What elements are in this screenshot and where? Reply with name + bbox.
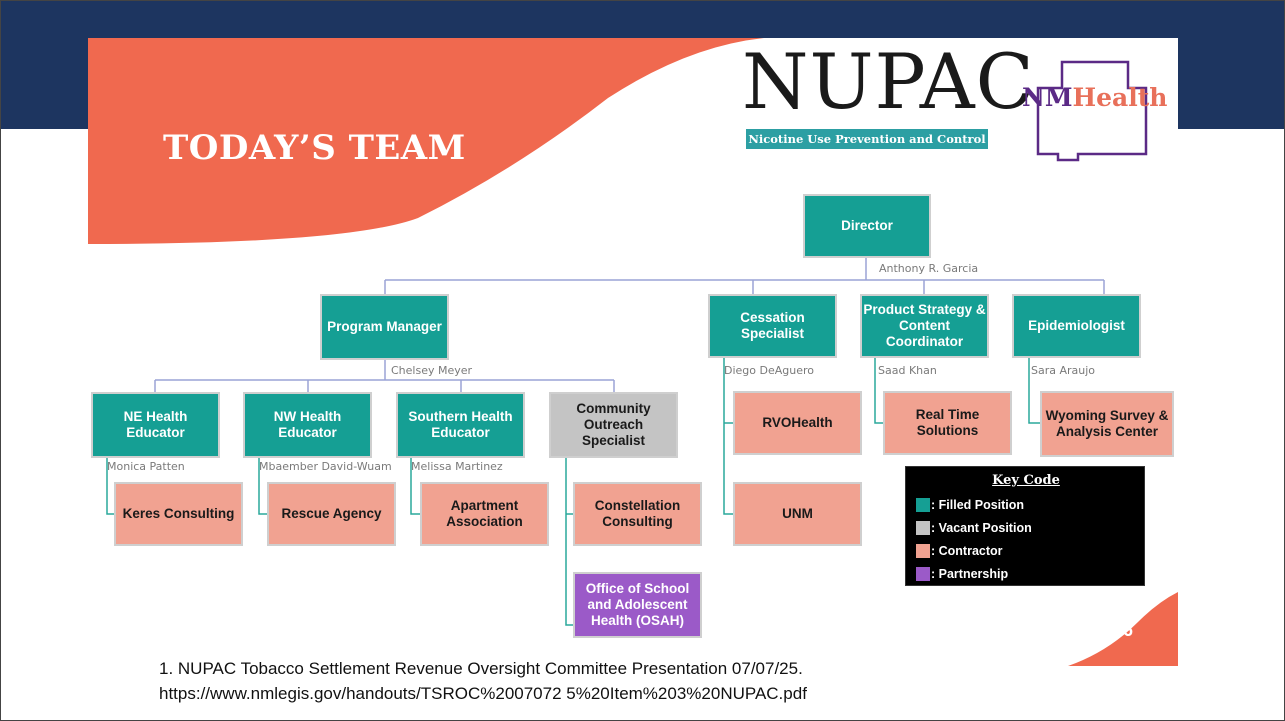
rescue-agency-label: Rescue Agency — [281, 506, 382, 521]
partnership-swatch — [916, 567, 930, 581]
osah-label: Office of School and Adolescent Health (… — [585, 581, 690, 628]
apartment-association-box: Apartment Association — [420, 482, 549, 546]
ne-health-educator-role: NE Health Educator — [123, 409, 188, 440]
southern-health-educator-name: Melissa Martinez — [411, 460, 503, 473]
product-strategy-box: Product Strategy & Content Coordinator — [860, 294, 989, 358]
nmhealth-logo-text: NMHealth — [1022, 82, 1167, 114]
title-banner-shape — [88, 38, 764, 244]
citation-url: https://www.nmlegis.gov/handouts/TSROC%2… — [159, 684, 807, 703]
key-item-partnership: : Partnership — [916, 566, 1008, 582]
nupac-logo-wordmark: NUPAC — [742, 37, 1035, 126]
cessation-specialist-box: Cessation Specialist — [708, 294, 837, 358]
key-code-legend: Key Code : Filled Position : Vacant Posi… — [905, 466, 1145, 586]
constellation-consulting-box: Constellation Consulting — [573, 482, 702, 546]
key-label-contractor: : Contractor — [931, 544, 1003, 558]
southern-health-educator-role: Southern Health Educator — [408, 409, 513, 440]
contractor-swatch — [916, 544, 930, 558]
nmhealth-logo-suffix: Health — [1072, 83, 1168, 112]
page-number: 6 — [1122, 620, 1133, 640]
apartment-association-label: Apartment Association — [446, 498, 523, 529]
cessation-specialist-name: Diego DeAguero — [724, 364, 814, 377]
product-strategy-name: Saad Khan — [878, 364, 937, 377]
rvohealth-box: RVOHealth — [733, 391, 862, 455]
unm-box: UNM — [733, 482, 862, 546]
product-strategy-role: Product Strategy & Content Coordinator — [863, 302, 986, 349]
vacant-swatch — [916, 521, 930, 535]
key-item-filled: : Filled Position — [916, 497, 1024, 513]
page-number-shape — [1068, 592, 1178, 666]
constellation-consulting-label: Constellation Consulting — [594, 498, 681, 529]
keres-consulting-label: Keres Consulting — [122, 506, 235, 521]
director-role: Director — [841, 218, 893, 233]
keres-consulting-box: Keres Consulting — [114, 482, 243, 546]
real-time-solutions-box: Real Time Solutions — [883, 391, 1012, 455]
nw-health-educator-box: NW Health Educator — [243, 392, 372, 458]
nmhealth-logo-prefix: NM — [1022, 83, 1073, 112]
nw-health-educator-name: Mbaember David-Wuam — [259, 460, 392, 473]
wyoming-survey-label: Wyoming Survey & Analysis Center — [1045, 408, 1169, 439]
director-name: Anthony R. Garcia — [879, 262, 979, 275]
epidemiologist-box: Epidemiologist — [1012, 294, 1141, 358]
ne-health-educator-box: NE Health Educator — [91, 392, 220, 458]
page-title: TODAY’S TEAM — [163, 128, 466, 168]
cessation-specialist-role: Cessation Specialist — [740, 310, 805, 341]
key-label-partnership: : Partnership — [931, 567, 1009, 581]
ne-health-educator-name: Monica Patten — [107, 460, 185, 473]
osah-box: Office of School and Adolescent Health (… — [573, 572, 702, 638]
filled-swatch — [916, 498, 930, 512]
citation-line-1: 1. NUPAC Tobacco Settlement Revenue Over… — [159, 659, 803, 678]
key-item-contractor: : Contractor — [916, 543, 1003, 559]
rescue-agency-box: Rescue Agency — [267, 482, 396, 546]
key-code-title: Key Code — [992, 473, 1060, 488]
nupac-logo-tagline: Nicotine Use Prevention and Control — [746, 129, 988, 149]
key-item-vacant: : Vacant Position — [916, 520, 1032, 536]
nmhealth-logo-outline — [1036, 60, 1148, 162]
program-manager-role: Program Manager — [327, 319, 442, 334]
citation: 1. NUPAC Tobacco Settlement Revenue Over… — [159, 656, 807, 706]
wyoming-survey-box: Wyoming Survey & Analysis Center — [1040, 391, 1174, 457]
director-box: Director — [803, 194, 931, 258]
program-manager-box: Program Manager — [320, 294, 449, 360]
community-outreach-box: Community Outreach Specialist — [549, 392, 678, 458]
community-outreach-role: Community Outreach Specialist — [576, 401, 651, 448]
unm-label: UNM — [782, 506, 813, 521]
real-time-solutions-label: Real Time Solutions — [915, 407, 980, 438]
epidemiologist-role: Epidemiologist — [1028, 318, 1125, 333]
epidemiologist-name: Sara Araujo — [1031, 364, 1096, 377]
nw-health-educator-role: NW Health Educator — [273, 409, 342, 440]
key-label-vacant: : Vacant Position — [931, 521, 1032, 535]
key-label-filled: : Filled Position — [931, 498, 1025, 512]
southern-health-educator-box: Southern Health Educator — [396, 392, 525, 458]
rvohealth-label: RVOHealth — [762, 415, 833, 430]
program-manager-name: Chelsey Meyer — [391, 364, 473, 377]
